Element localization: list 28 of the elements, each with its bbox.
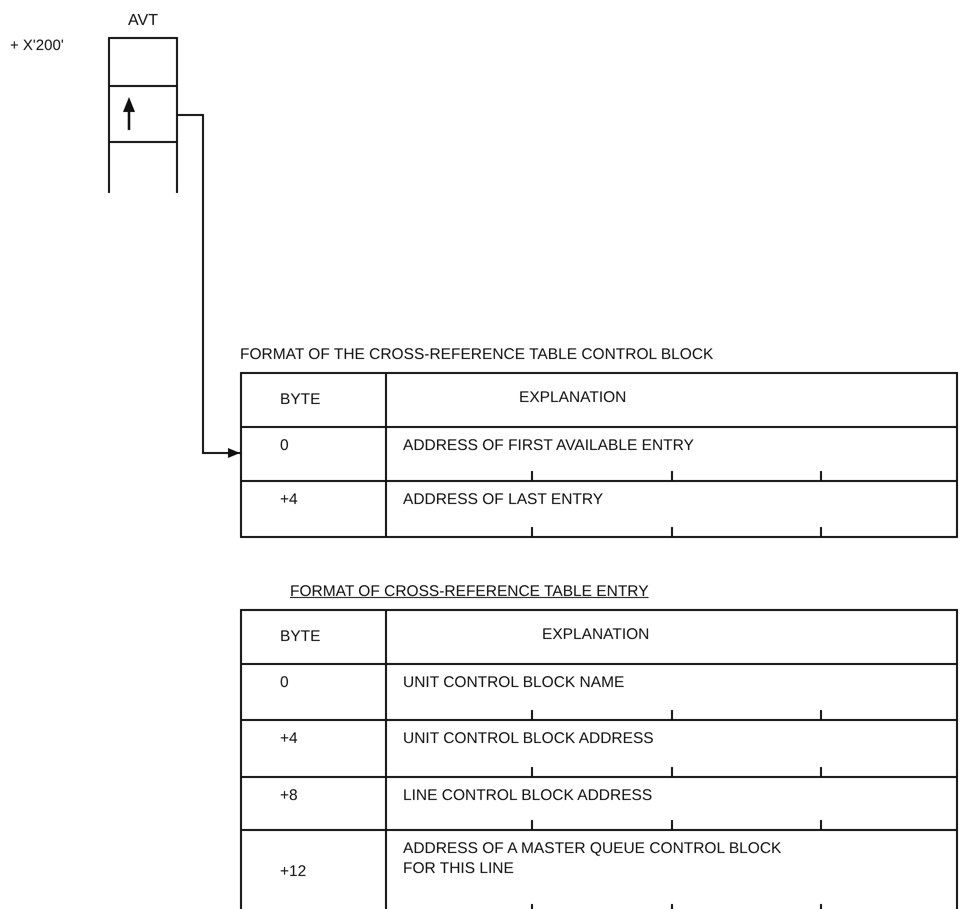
column-header: EXPLANATION <box>542 625 650 645</box>
column-header: BYTE <box>280 627 320 647</box>
byte-offset: 0 <box>280 673 289 693</box>
column-header: EXPLANATION <box>519 388 626 408</box>
byte-offset: +8 <box>280 786 298 806</box>
field-description: UNIT CONTROL BLOCK ADDRESS <box>403 729 654 749</box>
field-description: ADDRESS OF FIRST AVAILABLE ENTRY <box>403 436 694 456</box>
byte-offset: +4 <box>280 729 298 749</box>
column-header: BYTE <box>280 390 320 410</box>
table-title: FORMAT OF CROSS-REFERENCE TABLE ENTRY <box>289 582 649 602</box>
byte-offset: 0 <box>280 436 289 456</box>
table-row <box>242 663 956 719</box>
table-row <box>242 480 956 536</box>
byte-offset: +12 <box>280 862 306 882</box>
column-label: AVT <box>128 11 158 31</box>
table-row <box>242 426 956 480</box>
arrow <box>178 114 240 458</box>
table-row <box>242 776 956 829</box>
field-description: ADDRESS OF A MASTER QUEUE CONTROL BLOCK FOR THIS LINE <box>403 839 782 879</box>
field-description: LINE CONTROL BLOCK ADDRESS <box>403 786 652 806</box>
table-title: FORMAT OF THE CROSS-REFERENCE TABLE CONTROL BLOCK <box>240 345 714 365</box>
table-row <box>242 829 956 909</box>
field-description: ADDRESS OF LAST ENTRY <box>403 490 604 510</box>
pointer-cell <box>108 87 178 143</box>
offset-label: + X'200' <box>10 37 64 54</box>
field-description: UNIT CONTROL BLOCK NAME <box>403 673 624 693</box>
byte-offset: +4 <box>280 490 298 510</box>
table-row <box>242 719 956 776</box>
